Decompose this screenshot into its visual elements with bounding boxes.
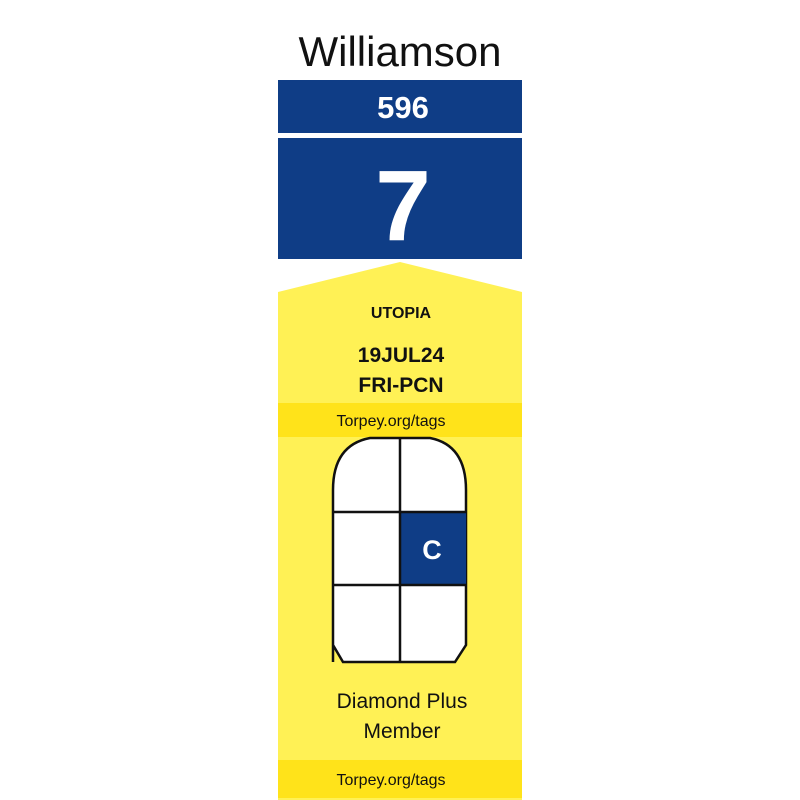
flight-band bbox=[278, 80, 522, 133]
location-letter: C bbox=[422, 535, 442, 565]
location-highlight-cell bbox=[400, 512, 466, 585]
deck-number: 7 bbox=[375, 150, 431, 262]
sail-route: FRI-PCN bbox=[358, 374, 443, 397]
flight-number: 596 bbox=[377, 90, 429, 125]
passenger-name: Williamson bbox=[298, 28, 501, 75]
website-band-top bbox=[278, 403, 522, 437]
website-band-bottom bbox=[278, 760, 522, 798]
website-top[interactable]: Torpey.org/tags bbox=[336, 413, 445, 430]
deck-band bbox=[278, 138, 522, 259]
member-status-line2: Member bbox=[363, 720, 440, 743]
ship-location-diagram: C bbox=[331, 436, 468, 664]
member-status-line1: Diamond Plus bbox=[337, 690, 468, 713]
sail-date: 19JUL24 bbox=[358, 344, 445, 367]
website-bottom[interactable]: Torpey.org/tags bbox=[336, 772, 445, 789]
ship-name: UTOPIA bbox=[371, 305, 432, 322]
